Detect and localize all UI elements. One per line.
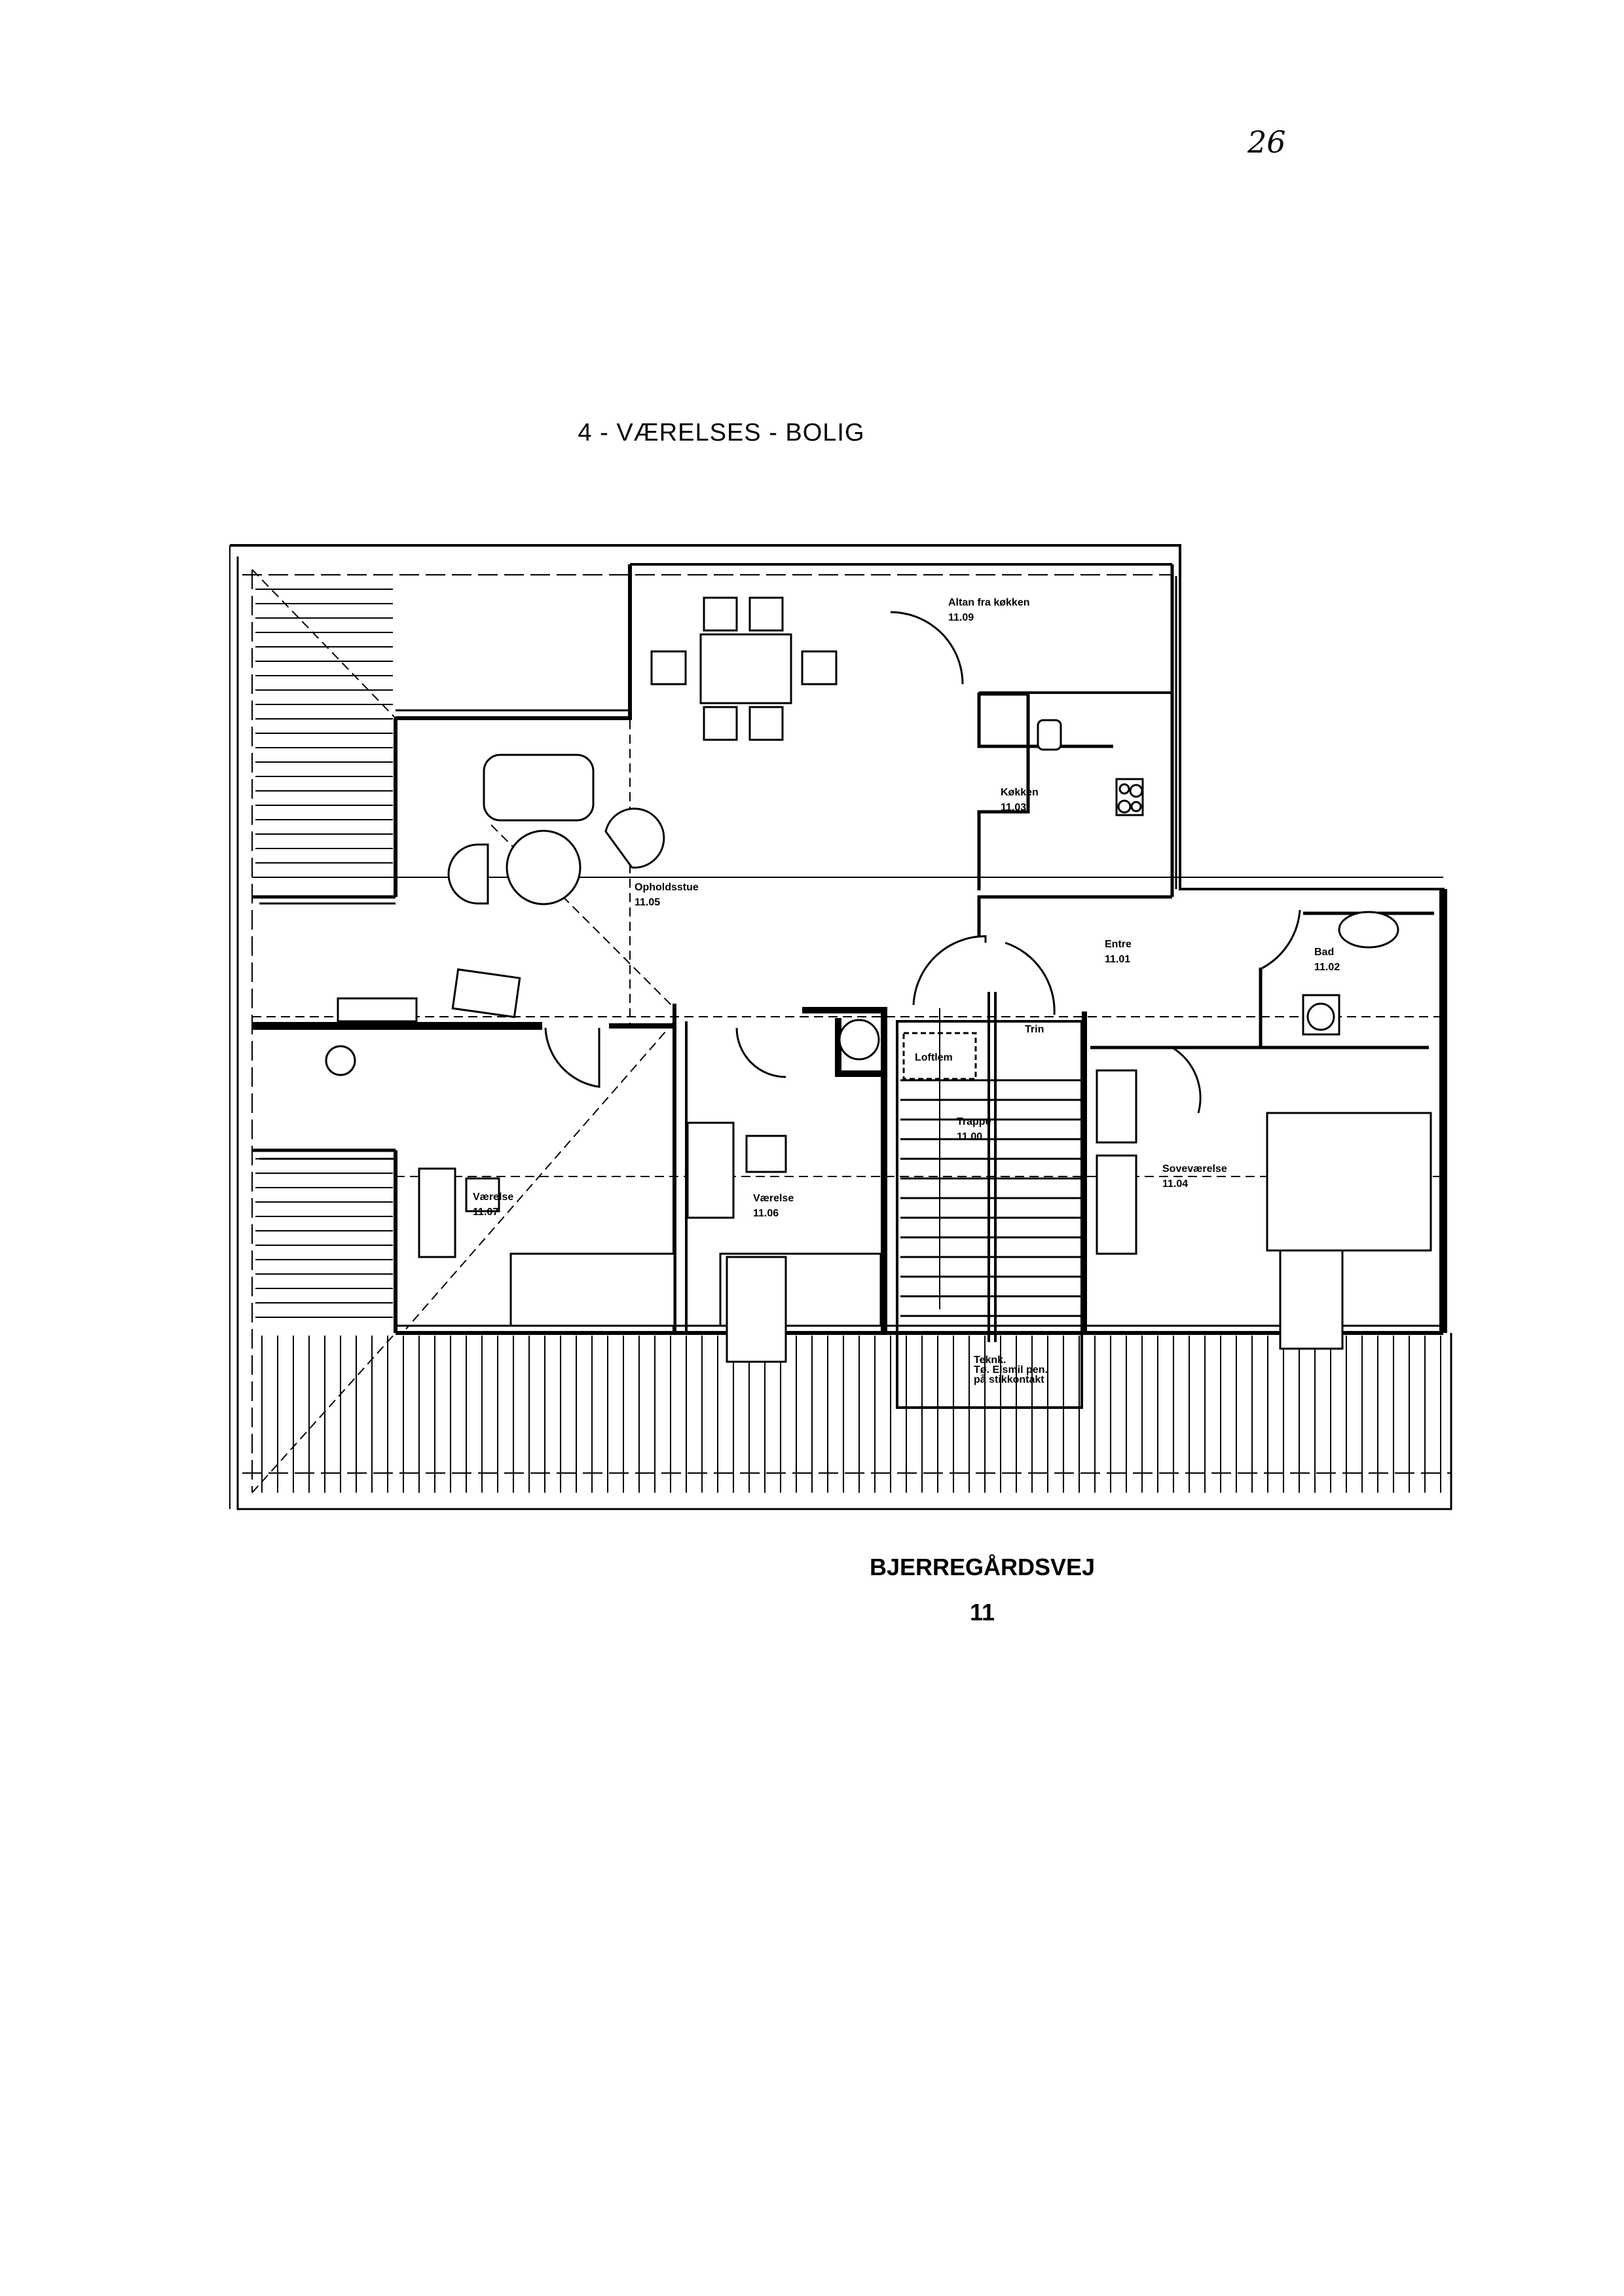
street-number: 11 xyxy=(969,1599,995,1626)
teknik-label: Teknk. xyxy=(974,1355,1006,1366)
interior-walls xyxy=(252,563,1447,1409)
room-number: 11.02 xyxy=(1314,962,1340,973)
room-name: Værelse xyxy=(753,1193,794,1204)
dining-table xyxy=(699,633,792,704)
tv xyxy=(451,968,521,1019)
furniture xyxy=(325,596,1432,1363)
room-name: Køkken xyxy=(1001,787,1039,798)
kitchen-sink xyxy=(1037,719,1062,751)
room-number: 11.03 xyxy=(1001,802,1026,813)
loftlem-label: Loftlem xyxy=(915,1052,953,1063)
room-number: 11.06 xyxy=(753,1208,779,1219)
sofa xyxy=(483,754,595,822)
room-name: Bad xyxy=(1314,947,1334,958)
teknik-label: på stikkontakt xyxy=(974,1374,1044,1385)
room-number: 11.00 xyxy=(957,1131,982,1142)
room-number: 11.01 xyxy=(1105,954,1130,965)
teknik-label: Tø. Elsmil pen. xyxy=(974,1364,1048,1376)
room-number: 11.07 xyxy=(473,1207,498,1218)
room-number: 11.04 xyxy=(1162,1178,1188,1190)
room-number: 11.05 xyxy=(635,897,660,908)
bed xyxy=(509,1252,676,1327)
room-name: Soveværelse xyxy=(1162,1163,1227,1175)
room-name: Opholdsstue xyxy=(635,882,699,893)
plan-title: 4 - VÆRELSES - BOLIG xyxy=(578,419,865,446)
room-name: Trappe xyxy=(957,1116,991,1127)
svg-text:Altan fra køkken: Altan fra køkken xyxy=(948,597,1029,608)
room-name: Værelse xyxy=(473,1192,513,1203)
toilet xyxy=(1338,911,1399,949)
street-name: BJERREGÅRDSVEJ xyxy=(869,1554,1096,1580)
doors xyxy=(544,611,1301,1114)
round-table xyxy=(506,829,581,905)
room-name: Entre xyxy=(1105,939,1132,950)
handwritten-page-number: 26 xyxy=(1247,124,1286,160)
double-bed xyxy=(1266,1112,1432,1252)
room-name: Altan fra køkken xyxy=(948,597,1029,608)
trin-label: Trin xyxy=(1025,1024,1044,1035)
stair-treads xyxy=(900,992,1080,1342)
room-number: 11.09 xyxy=(948,612,974,623)
room-labels: Altan fra køkken 11.09 Køkken 11.03 Opho… xyxy=(473,597,1340,1385)
